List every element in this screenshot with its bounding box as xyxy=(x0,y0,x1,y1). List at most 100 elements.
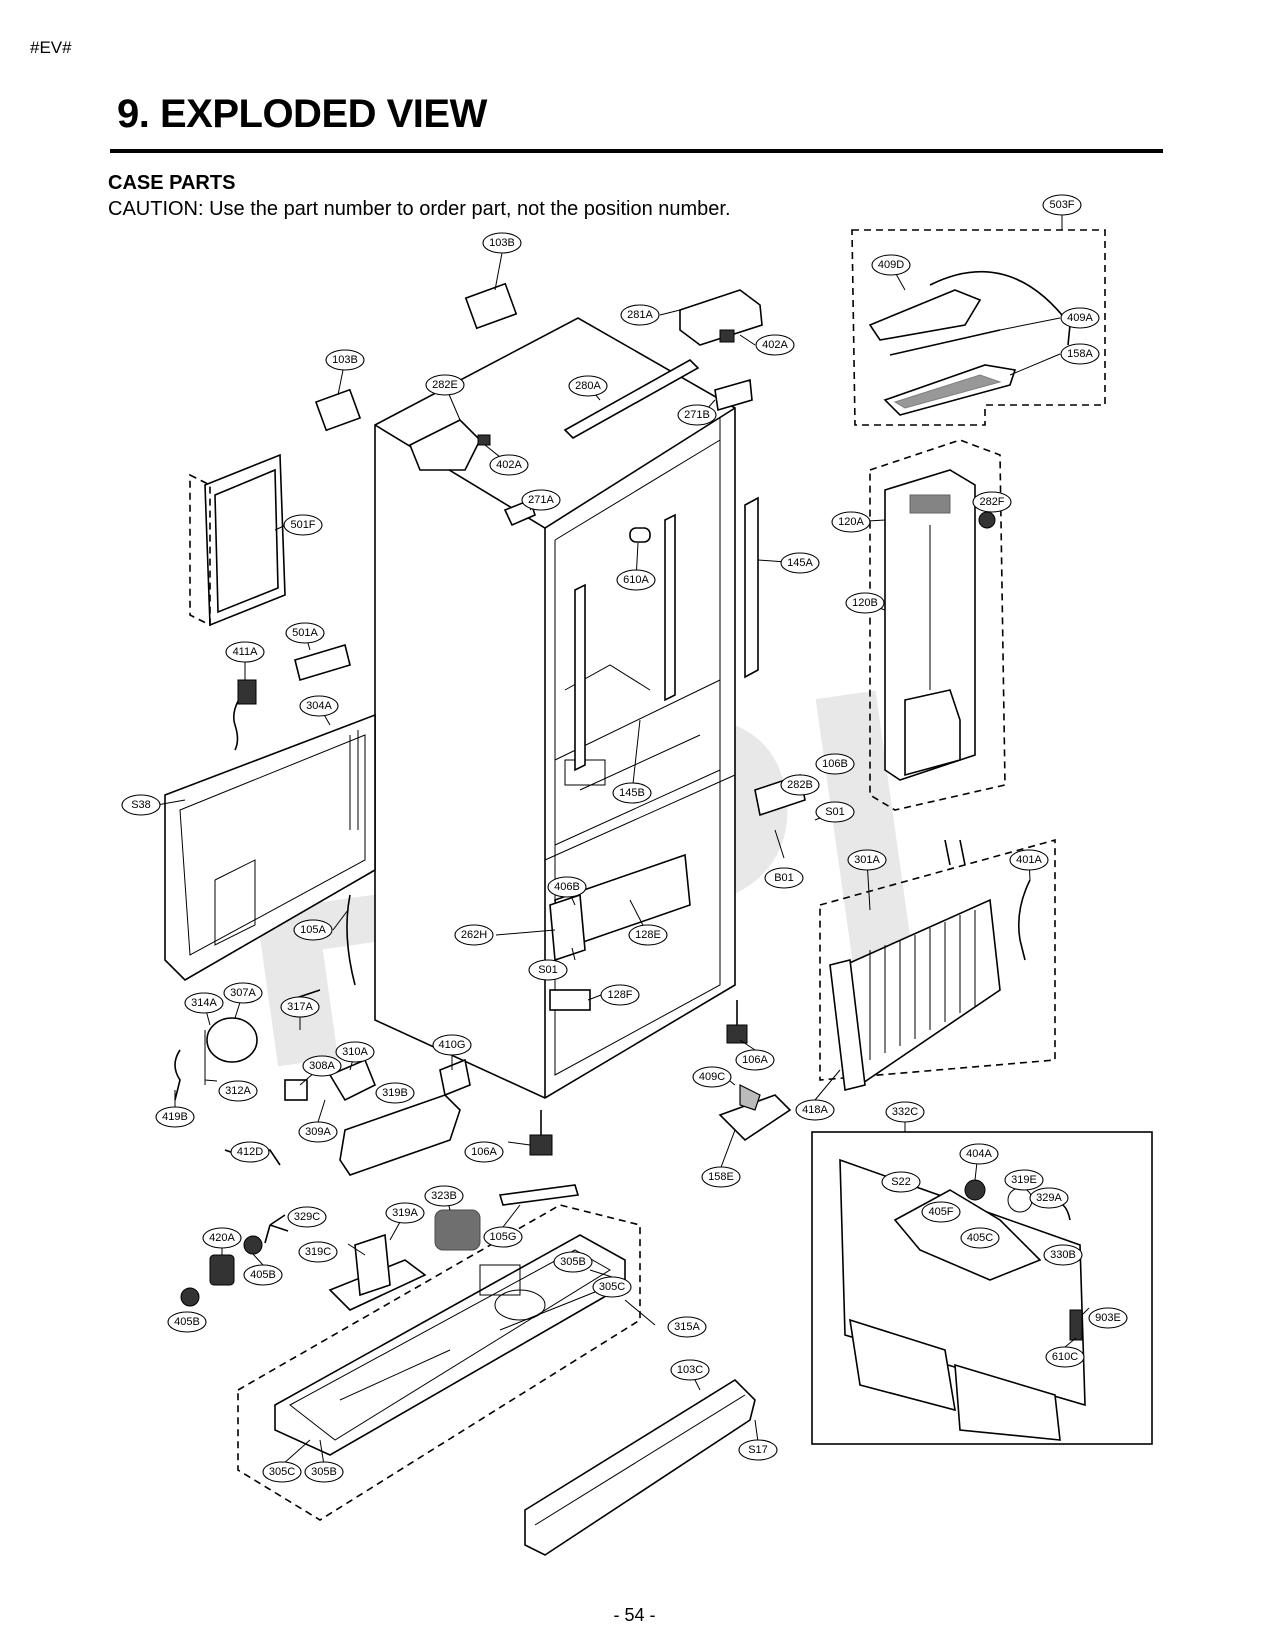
label-oval xyxy=(287,1206,327,1228)
label-oval xyxy=(881,1171,921,1193)
position-number: 409C xyxy=(699,1071,725,1083)
position-label: 315A xyxy=(667,1316,707,1338)
base-plate xyxy=(237,1204,641,1521)
position-number: 401A xyxy=(1016,854,1042,866)
position-number: 330B xyxy=(1050,1249,1076,1261)
position-number: 280A xyxy=(575,380,601,392)
position-number: 419B xyxy=(162,1111,188,1123)
position-number: 103B xyxy=(489,237,515,249)
label-oval xyxy=(780,774,820,796)
position-label: 120A xyxy=(831,511,871,533)
position-number: B01 xyxy=(774,872,794,884)
position-number: 405B xyxy=(174,1316,200,1328)
position-label: 145B xyxy=(612,782,652,804)
position-label: B01 xyxy=(764,867,804,889)
position-number: S22 xyxy=(891,1176,911,1188)
position-label: 610A xyxy=(616,569,656,591)
label-oval xyxy=(464,1141,504,1163)
position-number: 406B xyxy=(554,881,580,893)
label-oval xyxy=(298,1241,338,1263)
position-number: 282E xyxy=(432,379,458,391)
position-label: 329C xyxy=(287,1206,327,1228)
label-oval xyxy=(202,1227,242,1249)
label-oval xyxy=(847,849,887,871)
position-label: 409A xyxy=(1060,307,1100,329)
label-oval xyxy=(1004,1169,1044,1191)
label-oval xyxy=(1060,307,1100,329)
position-number: 405C xyxy=(967,1232,993,1244)
position-number: 319E xyxy=(1011,1174,1037,1186)
position-number: 305C xyxy=(599,1281,625,1293)
position-label: 308A xyxy=(302,1055,342,1077)
position-label: 158A xyxy=(1060,343,1100,365)
position-number: 329C xyxy=(294,1211,320,1223)
label-oval xyxy=(755,334,795,356)
position-number: 271A xyxy=(528,494,554,506)
label-oval xyxy=(1045,1346,1085,1368)
position-label: 319C xyxy=(298,1241,338,1263)
label-oval xyxy=(293,919,333,941)
position-number: 402A xyxy=(496,459,522,471)
label-oval xyxy=(454,924,494,946)
position-label: 282F xyxy=(972,491,1012,513)
label-oval xyxy=(1009,849,1049,871)
position-label: 330B xyxy=(1043,1244,1083,1266)
document-tag: #EV# xyxy=(30,38,72,57)
inset-sensor xyxy=(851,229,1106,426)
position-label: 323B xyxy=(424,1185,464,1207)
position-label: S38 xyxy=(121,794,161,816)
label-oval xyxy=(815,801,855,823)
position-number: 420A xyxy=(209,1232,235,1244)
position-label: 271A xyxy=(521,489,561,511)
label-oval xyxy=(483,1226,523,1248)
label-oval xyxy=(831,511,871,533)
position-number: 307A xyxy=(230,987,256,999)
position-number: 106A xyxy=(742,1054,768,1066)
label-oval xyxy=(568,375,608,397)
position-number: 411A xyxy=(233,646,259,658)
position-label: 128F xyxy=(600,984,640,1006)
position-number: 301A xyxy=(854,854,880,866)
left-parts xyxy=(164,453,376,982)
fan-parts xyxy=(180,1184,580,1311)
position-label: 106B xyxy=(815,753,855,775)
label-oval xyxy=(425,374,465,396)
position-label: 106A xyxy=(735,1049,775,1071)
position-label: 610C xyxy=(1045,1346,1085,1368)
label-oval xyxy=(375,1082,415,1104)
label-oval xyxy=(1029,1187,1069,1209)
label-oval xyxy=(972,491,1012,513)
label-oval xyxy=(385,1202,425,1224)
label-oval xyxy=(959,1143,999,1165)
position-number: 304A xyxy=(306,700,332,712)
position-number: 319B xyxy=(382,1087,408,1099)
position-number: 501A xyxy=(292,627,318,639)
position-label: 501F xyxy=(283,514,323,536)
position-number: 503F xyxy=(1049,199,1074,211)
position-label: 105G xyxy=(483,1226,523,1248)
position-number: 314A xyxy=(191,997,217,1009)
position-label: 501A xyxy=(285,622,325,644)
label-oval xyxy=(815,753,855,775)
position-number: S01 xyxy=(825,806,845,818)
label-oval xyxy=(1043,1244,1083,1266)
position-label: 262H xyxy=(454,924,494,946)
position-number: 312A xyxy=(225,1085,251,1097)
position-number: 145B xyxy=(619,787,645,799)
label-oval xyxy=(298,1121,338,1143)
position-label: 280A xyxy=(568,375,608,397)
label-oval xyxy=(871,254,911,276)
label-oval xyxy=(701,1166,741,1188)
position-number: 271B xyxy=(684,409,710,421)
position-number: 310A xyxy=(342,1046,368,1058)
position-label: 420A xyxy=(202,1227,242,1249)
label-oval xyxy=(764,867,804,889)
position-label: 418A xyxy=(795,1099,835,1121)
position-number: 105G xyxy=(490,1231,517,1243)
position-number: 120A xyxy=(838,516,864,528)
position-number: S17 xyxy=(748,1444,768,1456)
label-oval xyxy=(528,959,568,981)
position-label: 409C xyxy=(692,1066,732,1088)
